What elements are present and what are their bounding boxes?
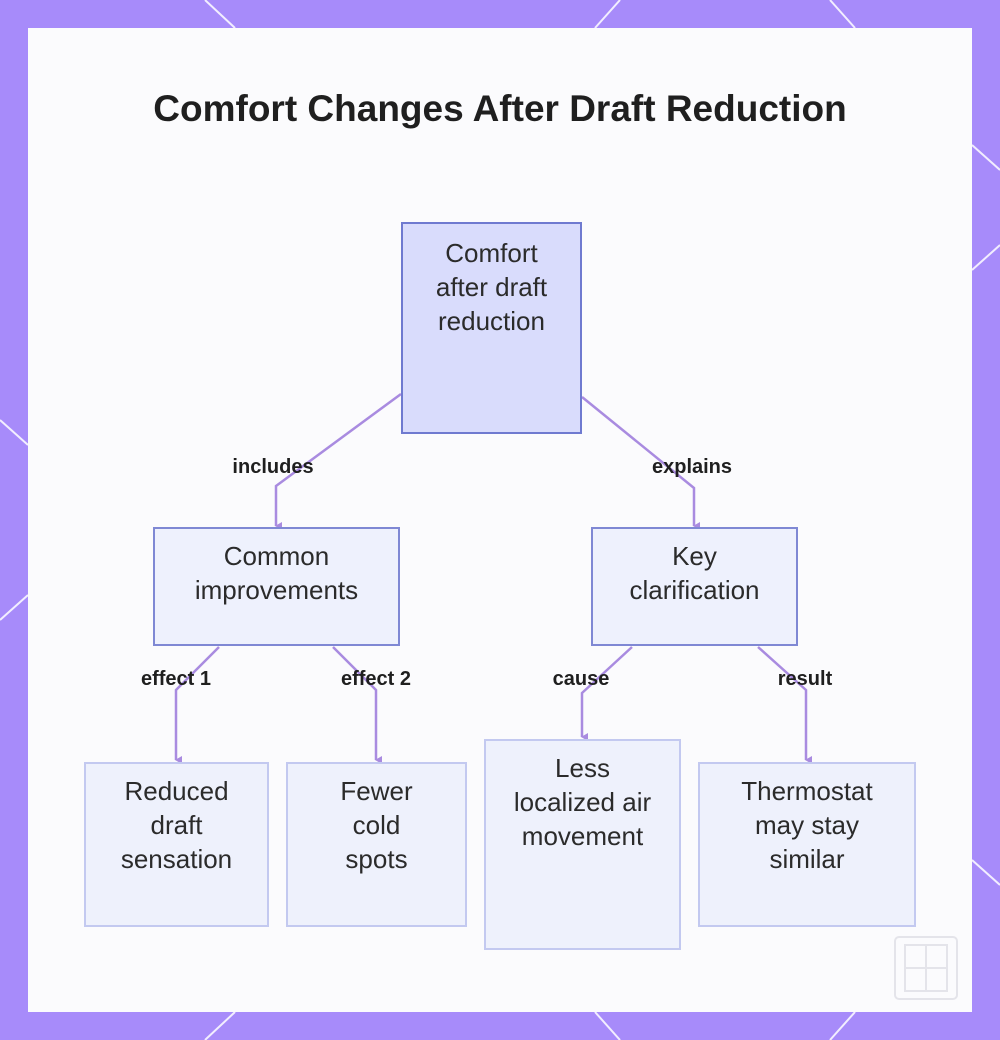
window-logo-icon — [893, 935, 959, 1001]
node-fewer-cold-spots: Fewer cold spots — [286, 762, 467, 927]
edge-label-effect2: effect 2 — [341, 668, 411, 691]
node-key-clarification: Key clarification — [591, 527, 798, 646]
edge-effect1 — [176, 647, 219, 760]
node-less-localized-air: Less localized air movement — [484, 739, 681, 950]
node-common-improvements: Common improvements — [153, 527, 400, 646]
edge-label-includes: includes — [232, 456, 313, 479]
edge-label-result: result — [778, 668, 832, 691]
node-reduced-draft-label: Reduced draft sensation — [108, 774, 245, 876]
edge-label-cause: cause — [553, 668, 610, 691]
node-common-improvements-label: Common improvements — [175, 539, 378, 607]
node-key-clarification-label: Key clarification — [613, 539, 776, 607]
edge-label-effect1: effect 1 — [141, 668, 211, 691]
node-thermostat: Thermostat may stay similar — [698, 762, 916, 927]
edge-result — [758, 647, 806, 760]
node-reduced-draft: Reduced draft sensation — [84, 762, 269, 927]
edge-cause — [582, 647, 632, 737]
node-fewer-cold-spots-label: Fewer cold spots — [328, 774, 425, 876]
edge-label-explains: explains — [652, 456, 732, 479]
node-root: Comfort after draft reduction — [401, 222, 582, 434]
node-thermostat-label: Thermostat may stay similar — [720, 774, 894, 876]
edge-effect2 — [333, 647, 376, 760]
node-root-label: Comfort after draft reduction — [421, 236, 562, 338]
node-less-localized-air-label: Less localized air movement — [508, 751, 657, 853]
